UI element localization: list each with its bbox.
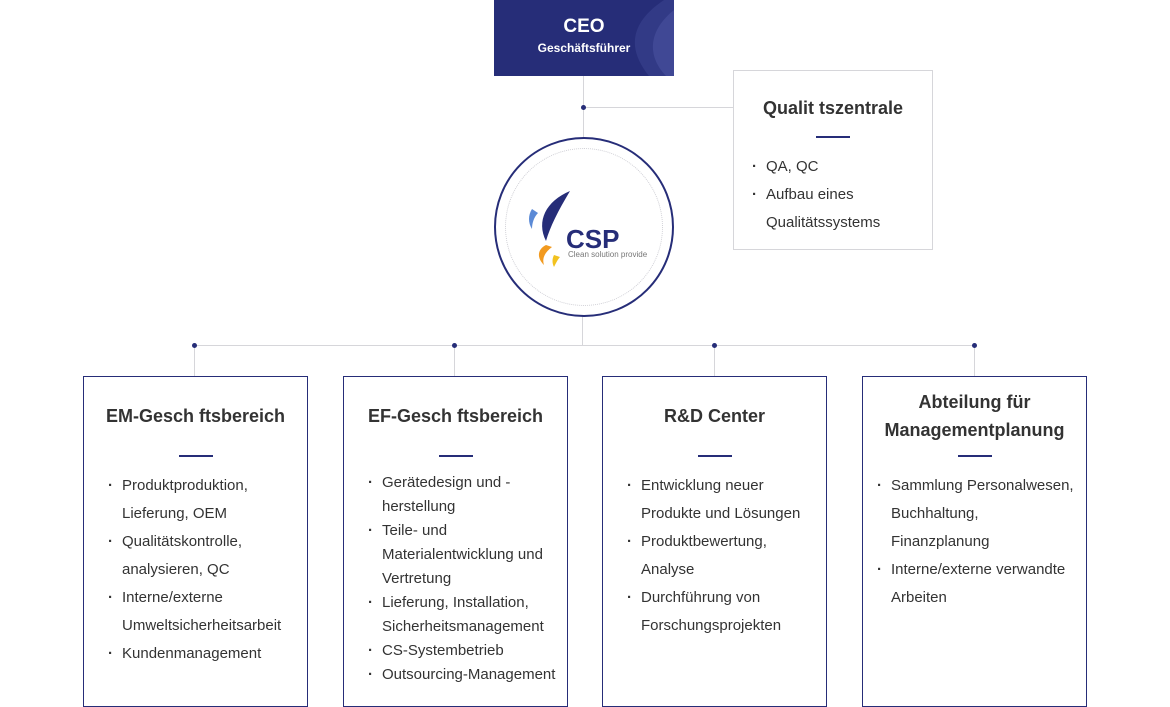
list-item: Teile- und Materialentwicklung und Vertr…: [368, 519, 559, 591]
title-accent: [178, 455, 213, 457]
connector-drop-1: [194, 345, 195, 376]
list-item: Produktbewertung, Analyse: [627, 528, 818, 584]
list-item: Durchführung von Forschungsprojekten: [627, 584, 818, 640]
logo-circle: CSP Clean solution provide: [494, 137, 674, 317]
list-item: CS-Systembetrieb: [368, 639, 559, 663]
logo-wordmark: CSP: [566, 224, 620, 254]
list-item: Qualitätskontrolle, analysieren, QC: [108, 528, 299, 584]
ceo-box: CEO Geschäftsführer: [494, 0, 674, 76]
title-accent: [697, 455, 732, 457]
list-item: Interne/externe Umweltsicherheitsarbeit: [108, 584, 299, 640]
connector-dot: [192, 343, 197, 348]
list-item: Entwicklung neuer Produkte und Lösungen: [627, 472, 818, 528]
connector-dot: [452, 343, 457, 348]
department-rd: R&D Center Entwicklung neuer Produkte un…: [602, 376, 827, 707]
department-list: Produktproduktion, Lieferung, OEM Qualit…: [84, 472, 307, 668]
department-list: Gerätedesign und -herstellung Teile- und…: [344, 471, 567, 687]
connector-drop-4: [974, 345, 975, 376]
connector-drop-2: [454, 345, 455, 376]
csp-logo-icon: [529, 191, 570, 267]
title-accent: [438, 455, 473, 457]
department-ef: EF-Gesch ftsbereich Gerätedesign und -he…: [343, 376, 568, 707]
title-accent: [816, 136, 850, 138]
connector-dot: [712, 343, 717, 348]
connector-circle-bus: [582, 315, 583, 345]
department-title: Abteilung für Managementplanung: [884, 392, 1065, 440]
department-list: Entwicklung neuer Produkte und Lösungen …: [603, 472, 826, 640]
department-list: Sammlung Personalwesen, Buchhaltung, Fin…: [863, 472, 1086, 612]
list-item: QA, QC: [752, 153, 932, 181]
list-item: Produktproduktion, Lieferung, OEM: [108, 472, 299, 528]
ceo-subtitle: Geschäftsführer: [537, 41, 631, 55]
connector-dot: [581, 105, 586, 110]
department-em: EM-Gesch ftsbereich Produktproduktion, L…: [83, 376, 308, 707]
connector-dot: [972, 343, 977, 348]
connector-drop-3: [714, 345, 715, 376]
department-title: EM-Gesch ftsbereich: [105, 406, 286, 426]
list-item: Outsourcing-Management: [368, 663, 559, 687]
list-item: Interne/externe verwandte Arbeiten: [877, 556, 1078, 612]
connector-bus: [194, 345, 975, 346]
swoosh-decoration-icon: [634, 0, 674, 76]
department-management: Abteilung für Managementplanung Sammlung…: [862, 376, 1087, 707]
list-item: Gerätedesign und -herstellung: [368, 471, 559, 519]
quality-title: Qualit tszentrale: [762, 98, 904, 118]
list-item: Sammlung Personalwesen, Buchhaltung, Fin…: [877, 472, 1078, 556]
department-title: EF-Gesch ftsbereich: [367, 406, 544, 426]
list-item: Kundenmanagement: [108, 640, 299, 668]
department-title: R&D Center: [663, 406, 765, 426]
logo-circle-inner: [505, 148, 663, 306]
list-item: Aufbau eines Qualitätssystems: [752, 181, 932, 237]
list-item: Lieferung, Installation, Sicherheitsmana…: [368, 591, 559, 639]
quality-box: Qualit tszentrale QA, QC Aufbau eines Qu…: [733, 70, 933, 250]
connector-quality: [584, 107, 733, 108]
logo-tagline: Clean solution provide: [568, 250, 648, 259]
quality-list: QA, QC Aufbau eines Qualitätssystems: [734, 153, 932, 237]
title-accent: [957, 455, 992, 457]
ceo-title: CEO: [563, 16, 605, 37]
